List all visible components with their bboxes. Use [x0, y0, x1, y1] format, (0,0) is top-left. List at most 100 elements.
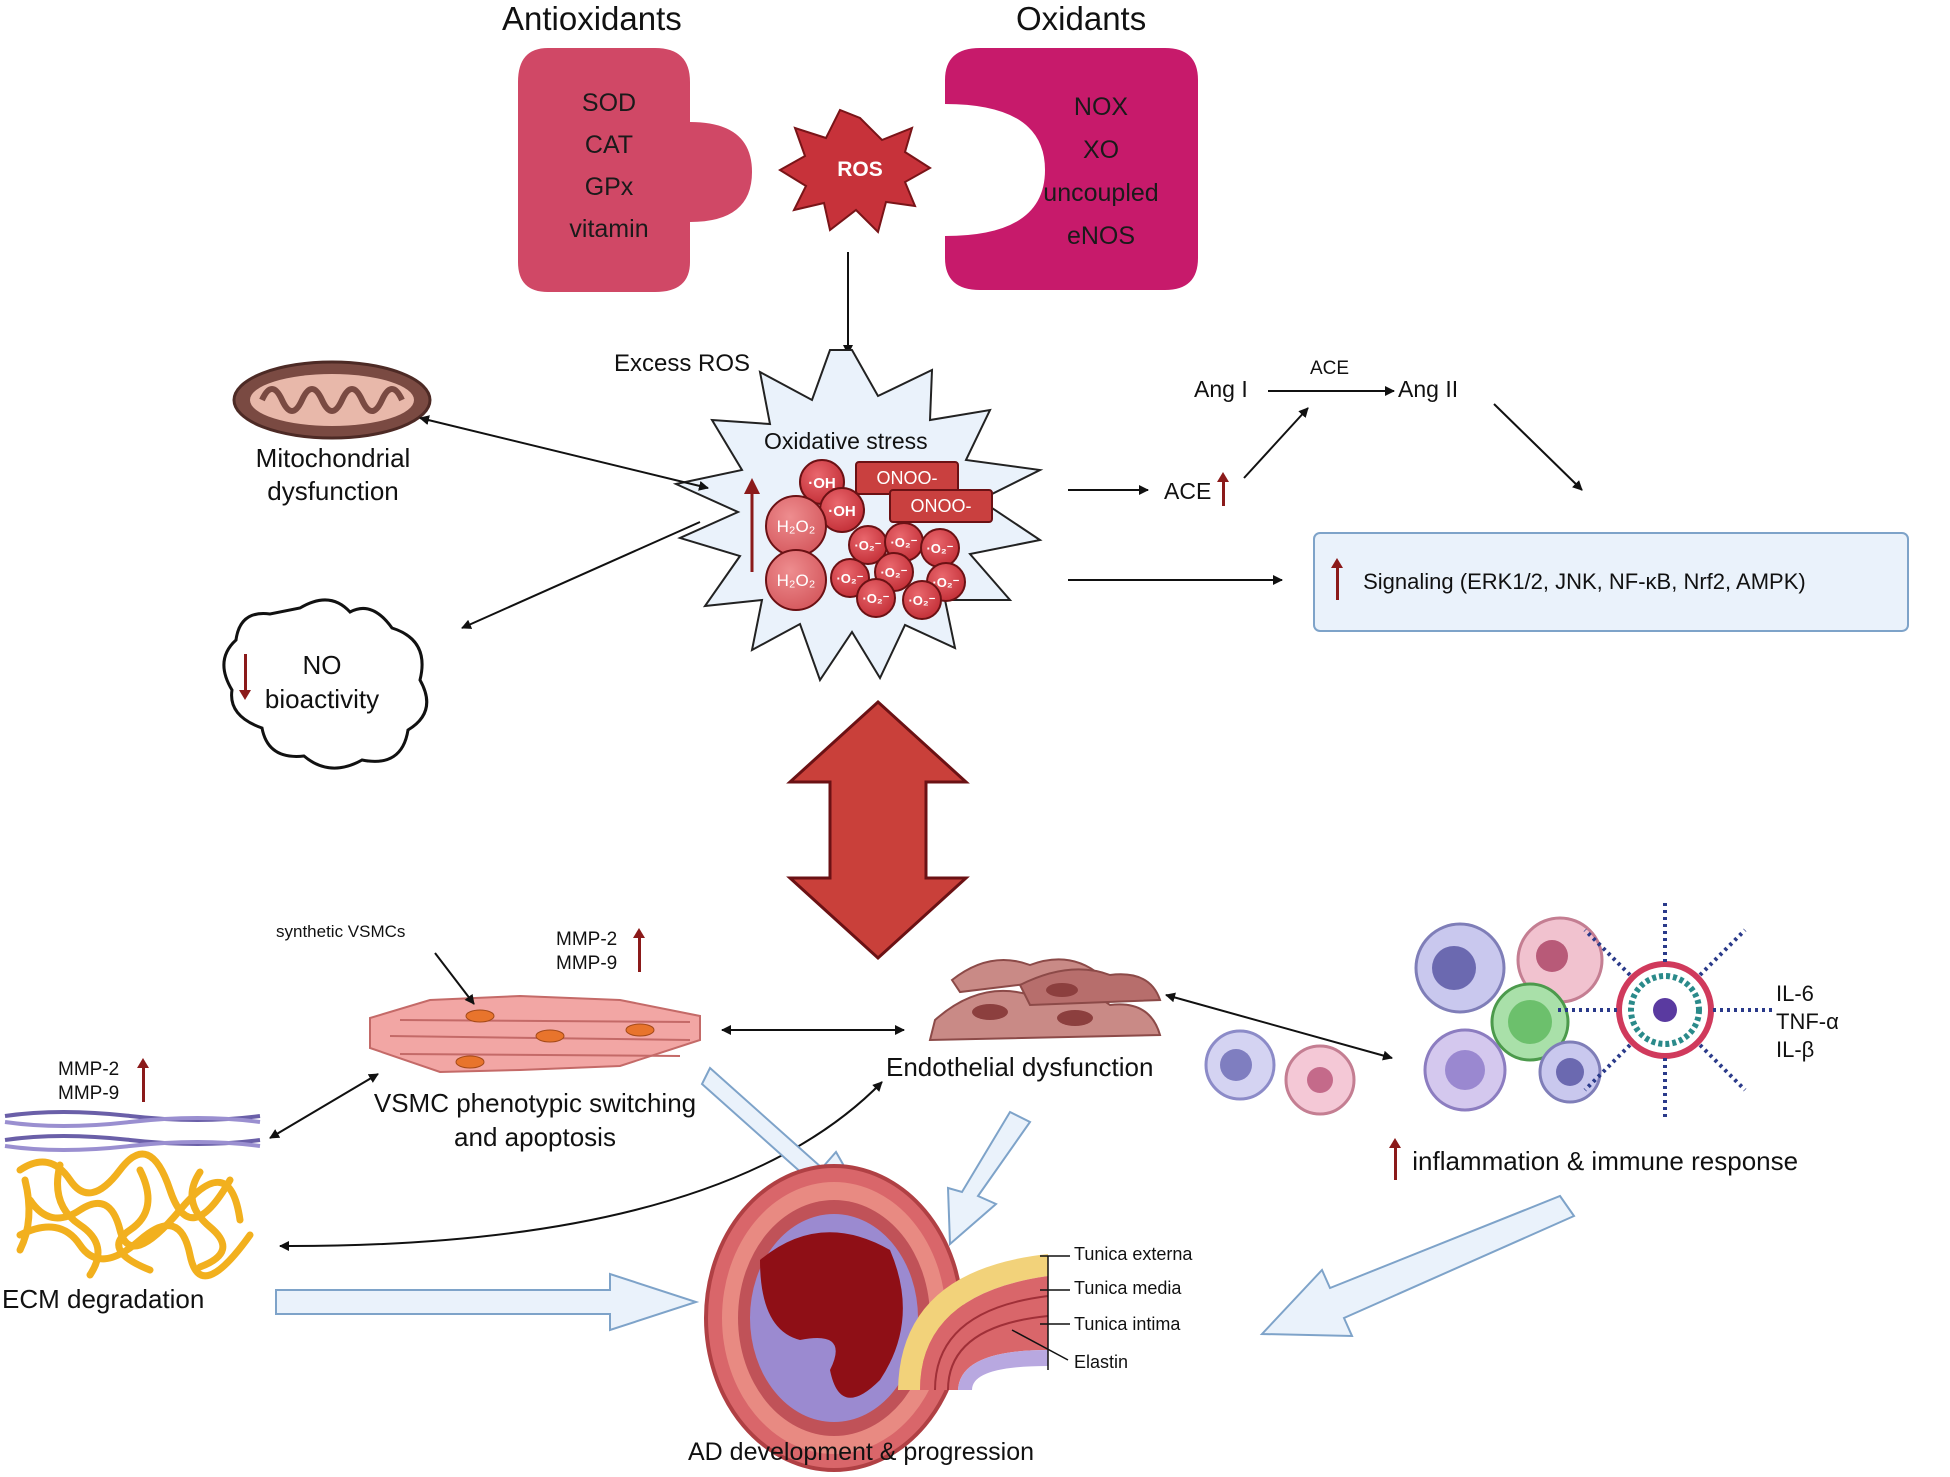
antioxidant-item-sod: SOD: [581, 89, 637, 117]
oxidant-block: [945, 48, 1198, 290]
layer-tunica-intima: Tunica intima: [1074, 1314, 1181, 1334]
species-label-o2: ·O₂⁻: [908, 593, 935, 608]
endothelial-label: Endothelial dysfunction: [886, 1052, 1154, 1082]
antioxidants-title: Antioxidants: [502, 0, 682, 37]
signaling-box: [1313, 532, 1909, 632]
virus-icon: [1555, 900, 1775, 1120]
oxidant-item-enos: eNOS: [1066, 222, 1136, 250]
species-label-o2: ·O₂⁻: [932, 575, 959, 590]
oxidant-list: NOX XO uncoupled eNOS: [1028, 86, 1174, 258]
species-onoo-2: [889, 489, 993, 523]
up-arrow-icon: [633, 928, 645, 972]
up-arrow-icon: [137, 1058, 149, 1102]
vsmc-cells-icon: [369, 994, 701, 1074]
arrow-ecm-vsmc: [269, 1073, 379, 1139]
arrow-endothelial-ecm: [279, 1081, 883, 1252]
species-label-onoo-1: ONOO-: [877, 468, 938, 488]
oxidative-stress-title: Oxidative stress: [764, 428, 928, 454]
oxidant-item-uncoupled: uncoupled: [1043, 179, 1159, 207]
cytokine-tnf: TNF-α: [1776, 1009, 1839, 1034]
species-label-o2: ·O₂⁻: [880, 565, 907, 580]
vessel-leader-lines: [1011, 1255, 1070, 1370]
ang1-label: Ang I: [1194, 376, 1248, 402]
ad-label: AD development & progression: [688, 1438, 1035, 1466]
signaling-group: Signaling (ERK1/2, JNK, NF-κB, Nrf2, AMP…: [1331, 558, 1806, 600]
species-label-h2o2-1: H₂O₂: [777, 517, 816, 536]
up-arrow-icon: [1389, 1138, 1401, 1181]
excess-ros-label: Excess ROS: [614, 350, 751, 377]
antioxidant-item-vitamin: vitamin: [569, 215, 649, 243]
cytokine-ilb: IL-β: [1776, 1037, 1815, 1062]
arrow-ang2-signaling: [1493, 403, 1583, 491]
layer-tunica-media: Tunica media: [1074, 1278, 1182, 1298]
antioxidant-item-cat: CAT: [584, 131, 634, 159]
cytokine-il6: IL-6: [1776, 981, 1814, 1006]
ros-burst: [778, 108, 932, 234]
species-labels: ·OH ·OH ONOO- ONOO- H₂O₂ H₂O₂ ·O₂⁻ ·O₂⁻ …: [777, 468, 972, 608]
endothelial-cells-icon: [928, 958, 1162, 1042]
species-label-o2: ·O₂⁻: [836, 571, 863, 586]
vsmc-label: VSMC phenotypic switching and apoptosis: [373, 1088, 697, 1152]
oxidant-item-nox: NOX: [1073, 93, 1129, 121]
ace-up-group: ACE: [1164, 471, 1229, 506]
light-arrow-endothelial-ad: [946, 1110, 1032, 1247]
layer-elastin: Elastin: [1074, 1352, 1129, 1372]
arrow-to-no: [461, 521, 701, 629]
species-label-o2: ·O₂⁻: [854, 538, 881, 553]
ace-enzyme-label: ACE: [1310, 358, 1350, 379]
ecm-label: ECM degradation: [2, 1284, 205, 1314]
mitochondrial-label: Mitochondrial dysfunction: [255, 443, 411, 506]
ros-label: ROS: [837, 158, 883, 181]
aorta-cross-section-icon: [704, 1164, 964, 1472]
light-arrow-inflammation-ad: [1259, 1194, 1576, 1338]
vessel-wall-icon: [898, 1254, 1049, 1391]
species-label-oh-1: ·OH: [808, 475, 836, 492]
species-label-o2: ·O₂⁻: [926, 541, 953, 556]
up-arrow-icon: [1216, 471, 1229, 506]
mmp-top-group: MMP-2 MMP-9: [556, 928, 645, 976]
species-label-o2: ·O₂⁻: [862, 591, 889, 606]
mmp-left-item-2: MMP-2: [58, 1059, 120, 1080]
synthetic-vsmcs-label: synthetic VSMCs: [276, 922, 406, 941]
arrow-ace-to-ang: [1243, 407, 1309, 479]
oxidant-item-xo: XO: [1082, 136, 1120, 164]
species-h2o2-2: [765, 549, 827, 611]
inflammation-label: inflammation & immune response: [1412, 1146, 1799, 1176]
mmp-top-item-9: MMP-9: [556, 953, 618, 974]
ecm-tangle-icon: [16, 1150, 254, 1280]
layer-tunica-externa: Tunica externa: [1074, 1244, 1193, 1264]
antioxidant-item-gpx: GPx: [584, 173, 634, 201]
cytokine-list: IL-6 TNF-α IL-β: [1776, 980, 1839, 1064]
ros-species: [765, 459, 993, 620]
collagen-fibers-icon: [4, 1110, 261, 1152]
up-arrow-icon: [1331, 558, 1343, 600]
down-arrow-icon: [239, 654, 251, 700]
signaling-label: Signaling (ERK1/2, JNK, NF-κB, Nrf2, AMP…: [1363, 568, 1806, 594]
mitochondrion-icon: [232, 360, 432, 440]
mmp-left-group: MMP-2 MMP-9: [58, 1058, 149, 1106]
ace-up-label: ACE: [1164, 478, 1212, 504]
oxidants-title: Oxidants: [1016, 0, 1147, 37]
immune-cells-icon: [1204, 916, 1604, 1116]
no-bioactivity-cloud: [222, 598, 429, 770]
antioxidant-block: [518, 48, 752, 292]
light-arrows: [275, 1066, 1576, 1338]
species-label-o2: ·O₂⁻: [890, 535, 917, 550]
arrow-endothelial-immune: [1165, 992, 1393, 1061]
no-bioactivity-group: NO bioactivity: [239, 648, 392, 716]
species-label-onoo-2: ONOO-: [911, 496, 972, 516]
arrow-mito-oxidative: [419, 415, 709, 491]
species-label-oh-2: ·OH: [828, 503, 856, 520]
light-arrow-ecm-ad: [275, 1272, 700, 1332]
antioxidant-list: SOD CAT GPx vitamin: [556, 82, 662, 250]
mmp-top-item-2: MMP-2: [556, 929, 618, 950]
ang2-label: Ang II: [1398, 376, 1459, 402]
big-double-arrow: [786, 699, 970, 961]
inflammation-group: inflammation & immune response: [1389, 1138, 1799, 1181]
no-bioactivity-label: NO bioactivity: [264, 650, 380, 714]
mmp-left-item-9: MMP-9: [58, 1083, 120, 1104]
arrow-synthetic-vsmc: [434, 952, 475, 1005]
species-label-h2o2-2: H₂O₂: [777, 571, 816, 590]
